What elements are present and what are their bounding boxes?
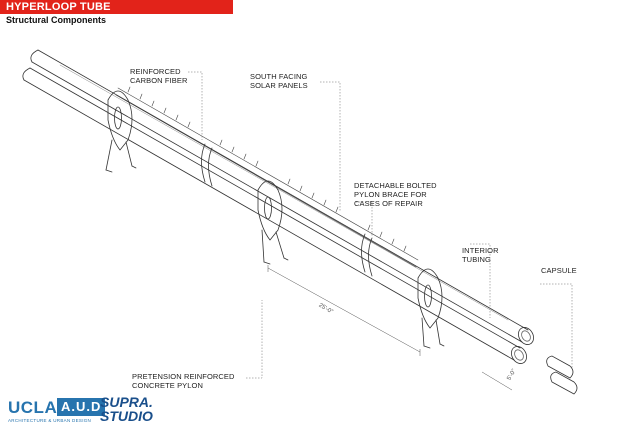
callout-line: CONCRETE PYLON xyxy=(132,381,203,390)
callout-capsule: CAPSULE xyxy=(541,266,577,275)
callout-line: CAPSULE xyxy=(541,266,577,275)
callout-solar-panels: SOUTH FACING SOLAR PANELS xyxy=(250,72,308,90)
upper-tube-end xyxy=(518,327,534,345)
pylon-3 xyxy=(417,268,445,349)
callout-concrete-pylon: PRETENSION REINFORCED CONCRETE PYLON xyxy=(132,372,235,390)
callout-pylon-brace: DETACHABLE BOLTED PYLON BRACE FOR CASES … xyxy=(354,181,437,208)
dimension-lines xyxy=(267,265,513,391)
callout-interior-tubing: INTERIOR TUBING xyxy=(462,246,499,264)
callout-line: SOUTH FACING xyxy=(250,72,308,81)
callout-line: INTERIOR xyxy=(462,246,499,255)
supra-logo-line: STUDIO xyxy=(100,408,153,424)
callout-carbon-fiber: REINFORCED CARBON FIBER xyxy=(130,67,187,85)
aud-logo-subtitle: ARCHITECTURE & URBAN DESIGN xyxy=(8,418,92,423)
page-subtitle: Structural Components xyxy=(6,15,107,25)
callout-line: DETACHABLE BOLTED xyxy=(354,181,437,190)
tube-joints xyxy=(201,143,373,277)
solar-panel-strip xyxy=(115,86,419,268)
title-banner: HYPERLOOP TUBE xyxy=(0,0,233,14)
supra-studio-logo: SUPRA. STUDIO xyxy=(100,395,153,423)
lower-tube-end xyxy=(511,346,527,364)
callout-line: SOLAR PANELS xyxy=(250,81,308,90)
pylon-1 xyxy=(105,90,137,173)
page-title: HYPERLOOP TUBE xyxy=(6,1,111,13)
capsules xyxy=(546,355,578,395)
supra-logo-line: SUPRA. xyxy=(100,394,153,410)
callout-line: PRETENSION REINFORCED xyxy=(132,372,235,381)
aud-logo: A.U.D xyxy=(57,398,106,416)
upper-tube xyxy=(30,49,529,343)
ucla-logo: UCLA xyxy=(8,398,58,417)
callout-line: CASES OF REPAIR xyxy=(354,199,423,208)
pylon-2 xyxy=(257,180,289,265)
lower-tube xyxy=(22,67,521,361)
leader-lines xyxy=(188,71,573,379)
callout-line: TUBING xyxy=(462,255,491,264)
callout-line: CARBON FIBER xyxy=(130,76,188,85)
callout-line: PYLON BRACE FOR xyxy=(354,190,427,199)
callout-line: REINFORCED xyxy=(130,67,181,76)
